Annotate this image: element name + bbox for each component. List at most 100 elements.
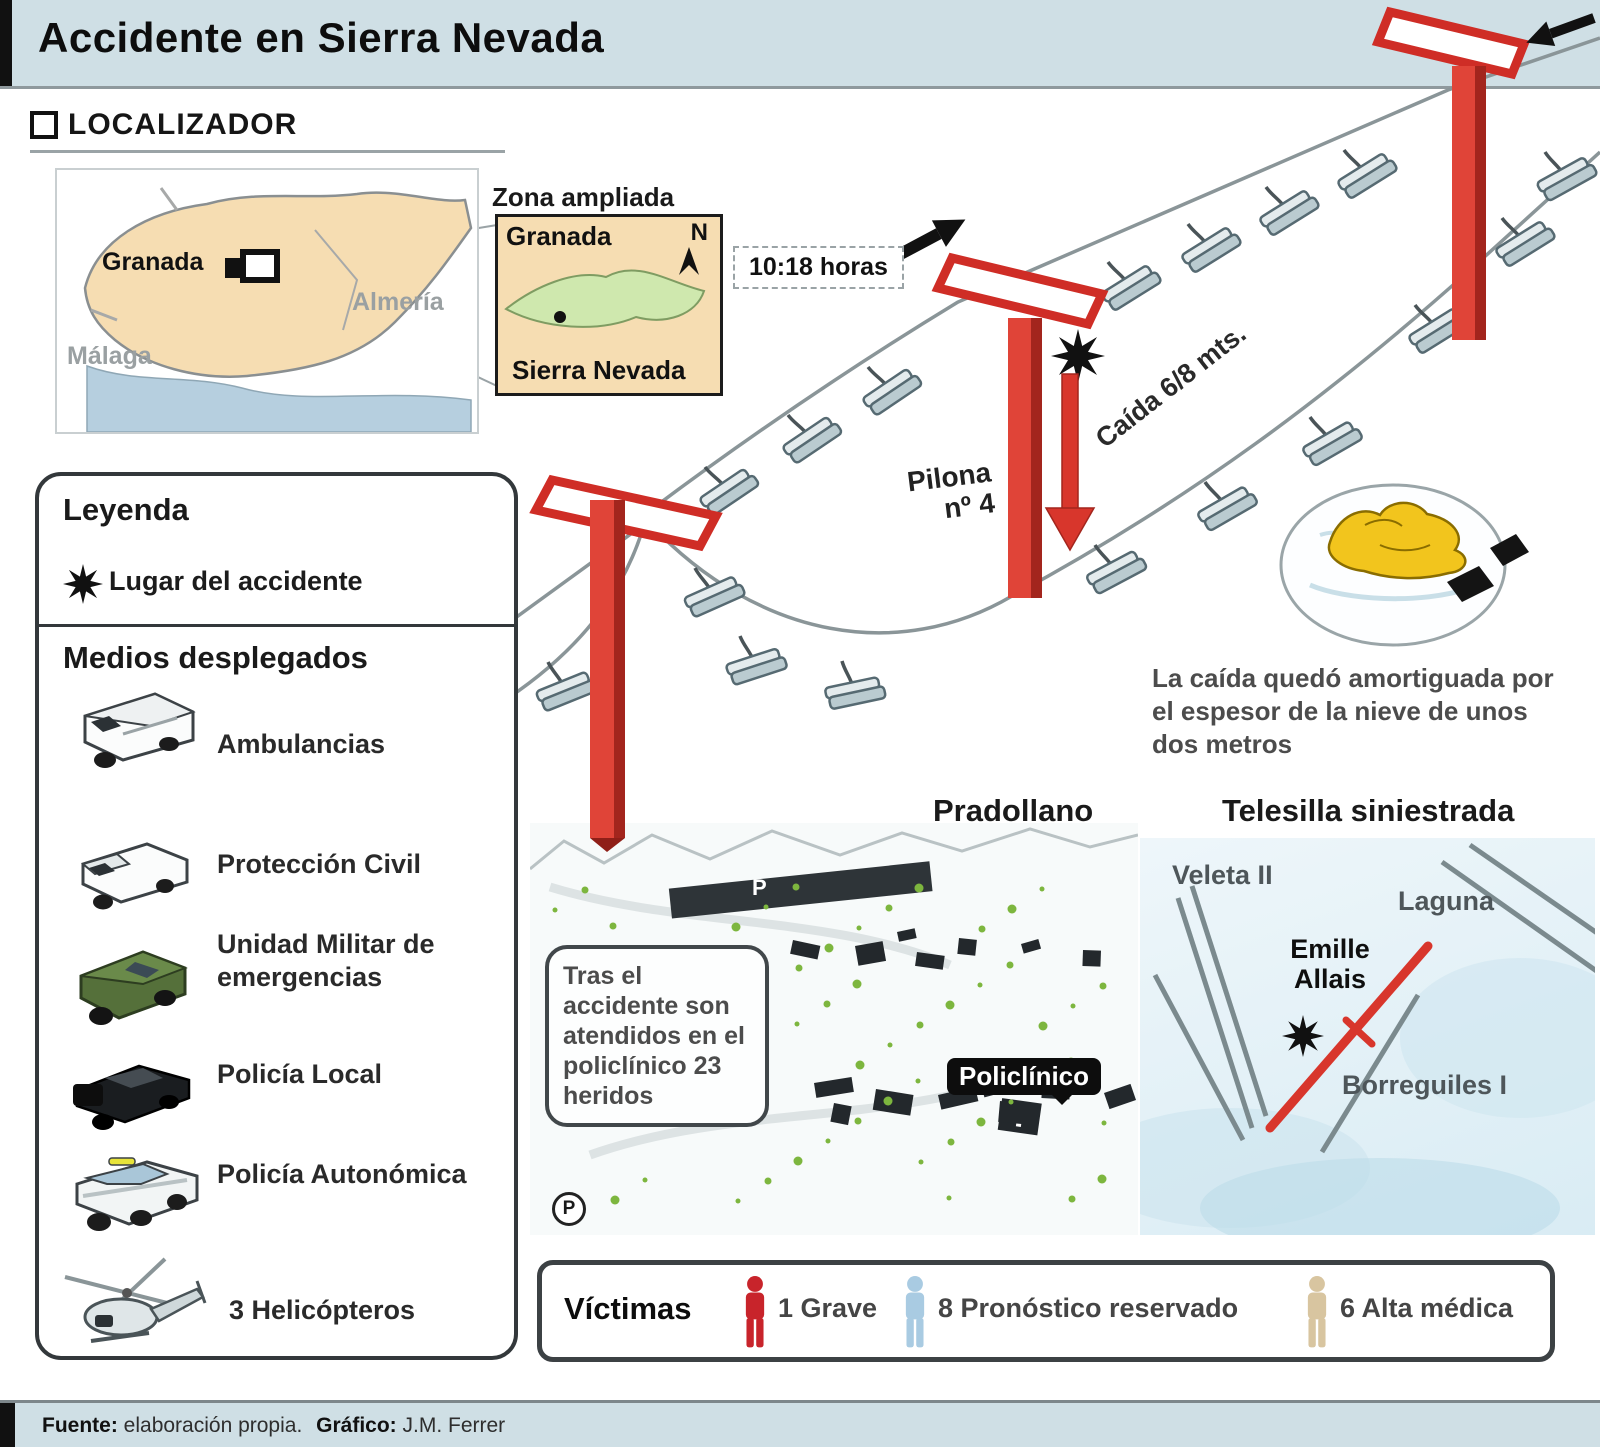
- victims-box: Víctimas 1 Grave 8 Pronóstico reservado: [537, 1260, 1555, 1362]
- page-title: Accidente en Sierra Nevada: [38, 14, 605, 61]
- lift-lines: [1152, 842, 1595, 1154]
- person-icon: [745, 1276, 765, 1348]
- header-left-tab: [0, 0, 12, 86]
- helicopter-icon: [64, 1257, 207, 1343]
- inset-mountain-label: Sierra Nevada: [512, 355, 686, 385]
- person-icon: [905, 1276, 925, 1348]
- lift-borreguiles-label: Borreguiles I: [1342, 1070, 1508, 1100]
- sierra-nevada-area: [504, 269, 706, 328]
- legend-divider: [39, 624, 514, 627]
- source-text: elaboración propia.: [123, 1414, 303, 1437]
- civil-protection-van-icon: [80, 842, 189, 910]
- chairlift-chair: [535, 661, 598, 712]
- boot: [1490, 534, 1529, 566]
- inset-title: Zona ampliada: [492, 182, 675, 212]
- north-arrow-icon: [679, 247, 699, 275]
- snow-cushion-note: La caída quedó amortiguada por el espeso…: [1152, 663, 1554, 759]
- inset-map: Granada N Sierra Nevada: [495, 214, 723, 396]
- malaga-label: Málaga: [67, 342, 152, 370]
- fall-arrow-icon: [1044, 373, 1096, 552]
- river-lines: [90, 187, 179, 322]
- chairlift-chair: [1302, 416, 1363, 467]
- victims-title: Víctimas: [564, 1291, 692, 1326]
- pylon-left: [529, 474, 723, 852]
- footer-credits: Fuente: elaboración propia. Gráfico: J.M…: [42, 1414, 505, 1438]
- sea-shape: [86, 364, 472, 432]
- accident-lift-line: [1265, 941, 1433, 1133]
- police-car-icon: [73, 1064, 191, 1130]
- chairlift-chair: [1337, 148, 1398, 199]
- deployed-resources-title: Medios desplegados: [63, 640, 368, 675]
- accident-dot-icon: [554, 311, 566, 323]
- lift-emille-line1: Emille: [1290, 934, 1370, 964]
- fall-distance-label: Caída 6/8 mts.: [1090, 318, 1252, 454]
- legend-title: Leyenda: [63, 492, 189, 527]
- victim-item-alta: 6 Alta médica: [1302, 1265, 1513, 1357]
- chairlift-chair: [1259, 185, 1320, 236]
- victim-label-reservado: 8 Pronóstico reservado: [938, 1293, 1239, 1323]
- footer-left-tab: [0, 1403, 15, 1447]
- policlinico-badge: Policlínico: [947, 1058, 1102, 1105]
- ridge-line: [530, 827, 1138, 871]
- resource-label-ume: Unidad Militar de emergencias: [217, 929, 435, 992]
- pradollano-note: Tras el accidente son atendidos en el po…: [545, 945, 769, 1127]
- chairlift-chair: [683, 567, 746, 618]
- credit-text: J.M. Ferrer: [402, 1414, 506, 1437]
- section-square-icon: [30, 111, 58, 139]
- victim-label-grave: 1 Grave: [778, 1293, 878, 1323]
- almeria-label: Almería: [352, 288, 444, 316]
- road: [548, 882, 952, 970]
- resource-label-policia-autonomica: Policía Autonómica: [217, 1159, 467, 1189]
- legend-accident-item: Lugar del accidente: [109, 566, 363, 596]
- victim-item-grave: 1 Grave: [740, 1265, 877, 1357]
- pradollano-title: Pradollano: [933, 793, 1094, 828]
- ambulance-van-icon: [83, 692, 196, 768]
- resource-label-ambulancias: Ambulancias: [217, 729, 386, 759]
- accident-site-star-icon: [1051, 329, 1105, 383]
- localizador-label: LOCALIZADOR: [68, 108, 298, 141]
- chairlift-chair: [824, 660, 887, 710]
- victim-label-alta: 6 Alta médica: [1340, 1293, 1514, 1323]
- footer-bar: Fuente: elaboración propia. Gráfico: J.M…: [0, 1400, 1600, 1447]
- chairlift-chair: [1101, 260, 1162, 311]
- lift-emille-line2: Allais: [1293, 964, 1367, 994]
- zoom-marker-icon: [240, 249, 280, 283]
- source-label: Fuente:: [42, 1414, 118, 1437]
- boot: [1447, 566, 1494, 602]
- lift-veleta-label: Veleta II: [1172, 860, 1273, 890]
- yellow-jacket: [1327, 501, 1467, 580]
- parking-letter: P: [752, 875, 767, 900]
- telesilla-map: Veleta II Laguna Emille Allais Borreguil…: [1140, 838, 1595, 1235]
- region-map: Málaga Granada Almería: [55, 168, 479, 434]
- lift-laguna-label: Laguna: [1398, 886, 1495, 916]
- localizador-heading: LOCALIZADOR: [30, 108, 297, 142]
- chairlift-chair: [1085, 544, 1148, 595]
- marker-knob: [225, 258, 241, 278]
- accident-star-icon: [1282, 1015, 1324, 1057]
- telesilla-title: Telesilla siniestrada: [1222, 793, 1515, 828]
- chairlift-chair: [1408, 303, 1469, 354]
- resource-label-proteccion-civil: Protección Civil: [217, 849, 422, 879]
- granada-label: Granada: [102, 248, 204, 276]
- chairlift-chair: [1181, 222, 1242, 273]
- chairlift-chair: [862, 365, 923, 416]
- chairlift-chair: [725, 635, 788, 686]
- localizador-underline: [30, 150, 505, 153]
- resource-label-policia-local: Policía Local: [217, 1059, 383, 1089]
- chairlift-chair: [699, 465, 760, 516]
- resource-label-helicopteros: 3 Helicópteros: [229, 1295, 416, 1325]
- parking-building: [668, 861, 933, 919]
- police-suv-icon: [75, 1157, 199, 1231]
- legend-box: Leyenda Lugar del accidente Medios despl…: [35, 472, 518, 1360]
- pylon-middle: [931, 252, 1109, 598]
- chairlift-chair: [1197, 481, 1258, 532]
- fallen-skier-illustration: [1279, 483, 1529, 647]
- chairlift-chair: [1536, 151, 1598, 202]
- village-decor: [552, 883, 1137, 1205]
- victim-item-reservado: 8 Pronóstico reservado: [900, 1265, 1238, 1357]
- military-suv-icon: [79, 950, 188, 1025]
- accident-time-box: 10:18 horas: [733, 246, 904, 289]
- accident-lift-tick: [1342, 1016, 1376, 1048]
